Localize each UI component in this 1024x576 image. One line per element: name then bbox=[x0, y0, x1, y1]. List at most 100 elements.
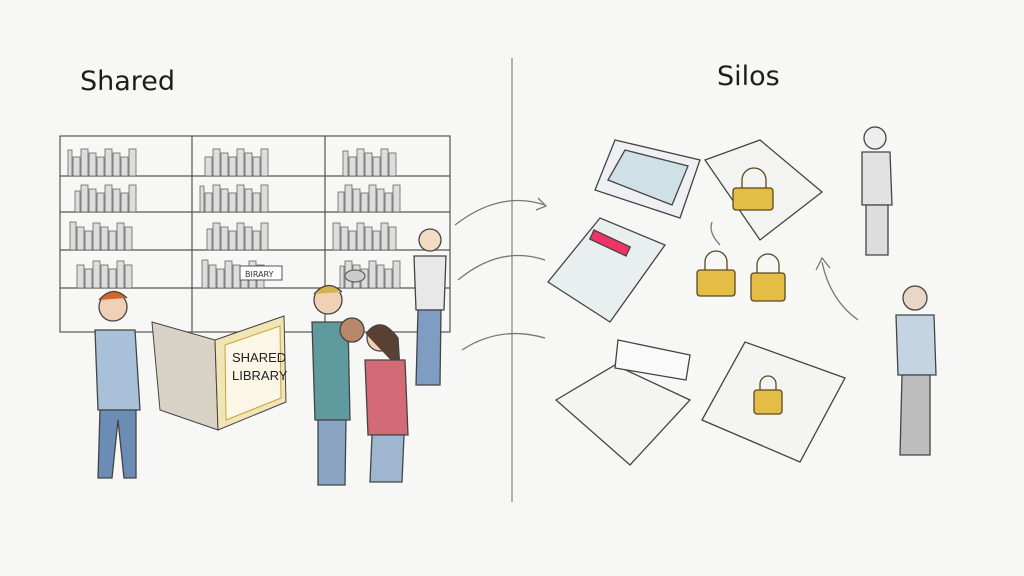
book-spine bbox=[116, 260, 125, 289]
siloed-books bbox=[547, 139, 846, 466]
book-spine bbox=[228, 192, 237, 213]
book-spine bbox=[368, 184, 377, 213]
book-spine bbox=[208, 264, 217, 289]
book-spine bbox=[339, 265, 345, 289]
book-spine bbox=[201, 259, 209, 289]
shared-library-book: SHARED LIBRARY bbox=[151, 315, 288, 431]
padlocks bbox=[696, 167, 786, 415]
book-spine bbox=[69, 221, 77, 251]
book-spine bbox=[112, 152, 121, 177]
book-spine bbox=[92, 260, 101, 289]
svg-text:SHARED: SHARED bbox=[232, 350, 286, 365]
book-spine bbox=[348, 230, 357, 251]
book-spine bbox=[368, 260, 377, 289]
book-spine bbox=[260, 222, 269, 251]
book-spine bbox=[212, 222, 221, 251]
book-spine bbox=[199, 185, 205, 213]
book-spine bbox=[84, 268, 93, 289]
book-spine bbox=[104, 184, 113, 213]
book-spine bbox=[344, 184, 353, 213]
book-spine bbox=[128, 184, 137, 213]
book-spine bbox=[228, 156, 237, 177]
book-spine bbox=[392, 184, 401, 213]
book-spine bbox=[260, 184, 269, 213]
book-spine bbox=[244, 188, 253, 213]
book-spine bbox=[206, 228, 213, 251]
book-spine bbox=[128, 148, 137, 177]
book-spine bbox=[80, 148, 89, 177]
book-spine bbox=[364, 152, 373, 177]
book-spine bbox=[236, 222, 245, 251]
shared-title: Shared bbox=[80, 66, 176, 97]
book-spine bbox=[204, 156, 213, 177]
book-spine bbox=[224, 260, 233, 289]
book-spine bbox=[392, 260, 401, 289]
book-spine bbox=[337, 191, 345, 213]
book-spine bbox=[220, 188, 229, 213]
book-spine bbox=[360, 192, 369, 213]
people-silos bbox=[861, 126, 937, 456]
book-spine bbox=[100, 226, 109, 251]
book-spine bbox=[104, 148, 113, 177]
book-spine bbox=[212, 184, 221, 213]
book-spine bbox=[220, 226, 229, 251]
book-spine bbox=[252, 192, 261, 213]
book-spine bbox=[388, 152, 397, 177]
book-spine bbox=[380, 222, 389, 251]
book-spine bbox=[216, 268, 225, 289]
book-spine bbox=[96, 156, 105, 177]
book-spine bbox=[236, 148, 245, 177]
people-shared bbox=[94, 228, 447, 486]
book-spine bbox=[340, 226, 349, 251]
book-spine bbox=[348, 156, 357, 177]
arrows bbox=[454, 197, 859, 351]
book-spine bbox=[376, 188, 385, 213]
book-spine bbox=[232, 264, 241, 289]
book-spine bbox=[372, 156, 381, 177]
book-spine bbox=[72, 156, 81, 177]
book-spine bbox=[372, 230, 381, 251]
book-spine bbox=[120, 192, 129, 213]
book-spine bbox=[228, 230, 237, 251]
book-spine bbox=[380, 148, 389, 177]
book-spine bbox=[376, 264, 385, 289]
book-spine bbox=[92, 222, 101, 251]
book-spine bbox=[244, 152, 253, 177]
book-spine bbox=[76, 226, 85, 251]
book-spine bbox=[352, 188, 361, 213]
book-spine bbox=[67, 149, 73, 177]
silos-title: Silos bbox=[717, 61, 780, 92]
bookshelf: BIRARY bbox=[59, 135, 451, 333]
book-spine bbox=[212, 148, 221, 177]
shelf-label: BIRARY bbox=[245, 270, 274, 279]
book-spine bbox=[80, 184, 89, 213]
book-spine bbox=[108, 230, 117, 251]
book-spine bbox=[332, 222, 341, 251]
book-spine bbox=[96, 192, 105, 213]
book-spine bbox=[108, 268, 117, 289]
book-spine bbox=[74, 190, 81, 213]
book-spine bbox=[116, 222, 125, 251]
book-spine bbox=[260, 148, 269, 177]
book-spine bbox=[384, 268, 393, 289]
book-spine bbox=[356, 148, 365, 177]
book-spine bbox=[112, 188, 121, 213]
book-spine bbox=[76, 264, 85, 289]
svg-text:LIBRARY: LIBRARY bbox=[232, 368, 288, 383]
book-spine bbox=[88, 152, 97, 177]
book-spine bbox=[204, 192, 213, 213]
book-spine bbox=[356, 222, 365, 251]
book-spine bbox=[244, 226, 253, 251]
book-spine bbox=[342, 150, 349, 177]
book-spine bbox=[88, 188, 97, 213]
book-spine bbox=[252, 156, 261, 177]
book-spine bbox=[236, 184, 245, 213]
book-spine bbox=[388, 226, 397, 251]
book-spine bbox=[120, 156, 129, 177]
book-spine bbox=[124, 264, 133, 289]
book-spine bbox=[384, 192, 393, 213]
book-spine bbox=[84, 230, 93, 251]
book-spine bbox=[220, 152, 229, 177]
book-spine bbox=[100, 264, 109, 289]
